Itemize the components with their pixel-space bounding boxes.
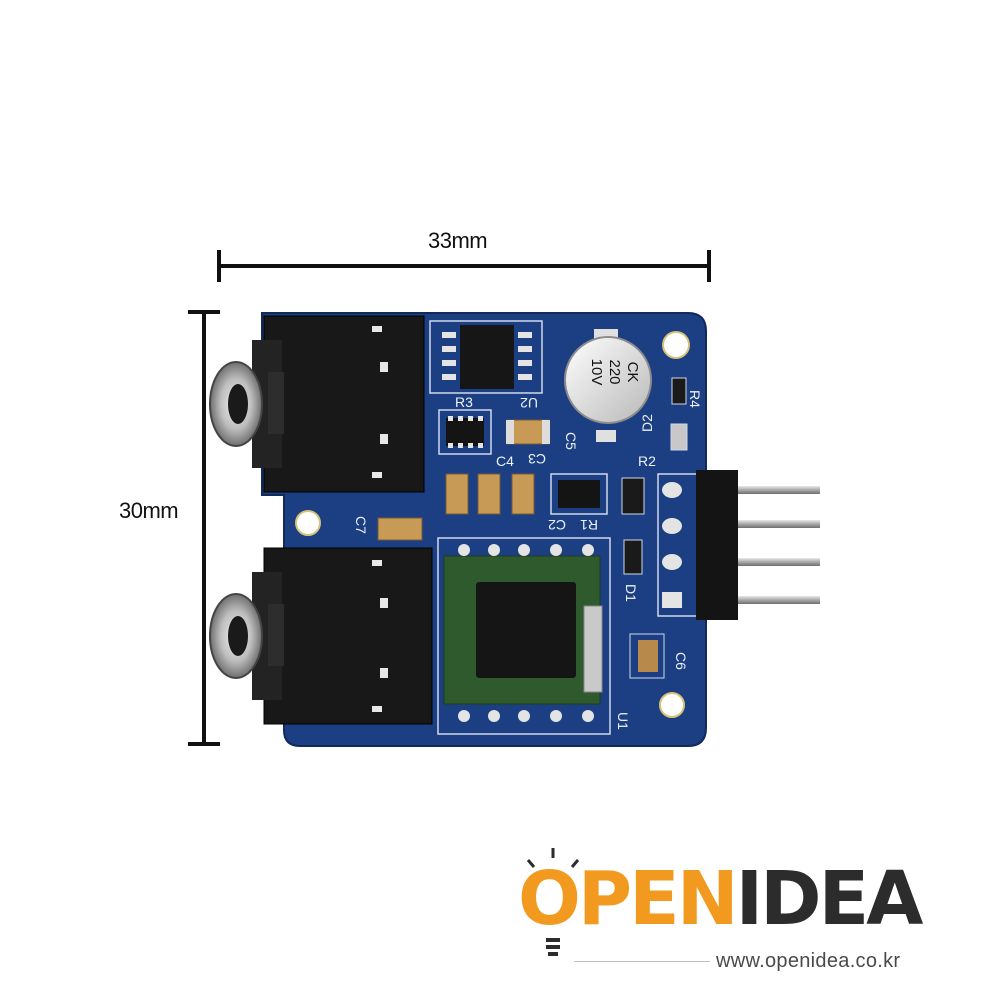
capacitor-marking-line3: 10V [588,359,605,386]
mounting-hole [659,692,685,718]
label-r2: R2 [638,453,656,469]
label-c6: C6 [673,652,689,670]
c4-capacitor [506,419,550,445]
d2-led [670,423,688,451]
height-dimension-tick-top [188,310,220,314]
capacitor-marking-line1: CK [624,362,641,383]
width-dimension-line [219,264,709,268]
label-r3: R3 [455,394,473,410]
label-d1: D1 [623,584,639,602]
logo-name-part1: OPEN [518,856,739,942]
capacitor-marking-line2: 220 [606,359,623,384]
c-capacitor-row [445,473,535,515]
c5-electrolytic-capacitor [564,329,652,442]
r4-resistor [671,377,687,405]
height-dimension-line [202,312,206,746]
label-r4: R4 [687,390,703,408]
c7-capacitor [377,517,423,541]
label-c2: C2 [548,517,566,533]
logo-name-part2: IDEA [735,856,924,942]
width-dimension-tick-right [707,250,711,282]
height-dimension-tick-bottom [188,742,220,746]
openidea-logo: OPENIDEA [518,862,923,936]
label-d2: D2 [639,414,655,432]
label-c5: C5 [563,432,579,450]
height-dimension-label: 30mm [119,498,179,523]
label-c3: C3 [528,451,546,467]
label-u1: U1 [615,712,631,730]
logo-url: www.openidea.co.kr [716,950,901,972]
u1-fm-radio-module [437,537,611,735]
mounting-hole [295,510,321,536]
audio-jack-top [209,315,425,493]
r2-resistor [621,477,645,515]
label-u2: U2 [520,395,538,411]
label-c4: C4 [496,453,514,469]
width-dimension-tick-left [217,250,221,282]
r3-resistor-array [438,409,492,455]
mounting-hole [662,331,690,359]
c6-capacitor [629,633,665,679]
logo-divider [574,961,710,962]
width-dimension-label: 33mm [428,228,488,253]
u2-amplifier-chip [429,320,543,394]
label-r1: R1 [580,517,598,533]
c2-resistor-array [550,473,608,515]
label-c7: C7 [353,516,369,534]
d1-diode [623,539,643,575]
pin-header [657,470,820,620]
audio-jack-bottom [209,547,433,725]
lightbulb-icon [526,848,580,956]
